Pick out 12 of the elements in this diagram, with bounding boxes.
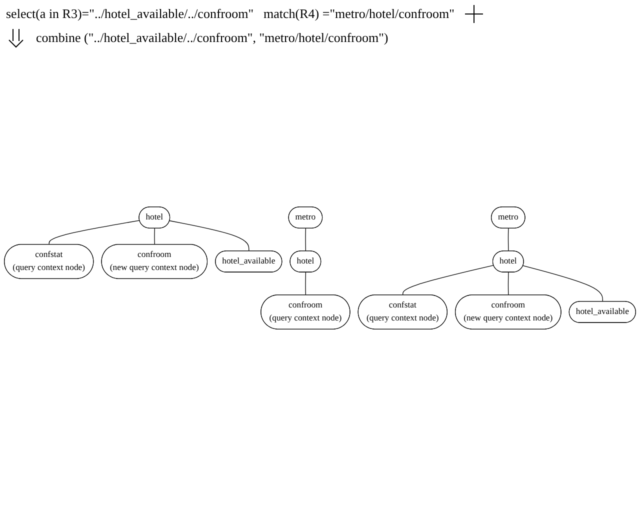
connector	[154, 228, 155, 245]
connector	[508, 228, 509, 252]
connector	[508, 272, 509, 296]
expression-text: combine ("../hotel_available/../confroom", "metro/hotel/confroom")	[36, 30, 388, 46]
expression-text: select(a in R3)="../hotel_available/../confroom"	[6, 6, 254, 22]
connector	[522, 265, 603, 302]
connector	[305, 272, 306, 296]
connector	[305, 228, 306, 252]
connector	[169, 220, 250, 252]
connector	[402, 264, 494, 296]
connector	[48, 220, 140, 245]
expression-text: match(R4) ="metro/hotel/confroom"	[264, 6, 454, 22]
